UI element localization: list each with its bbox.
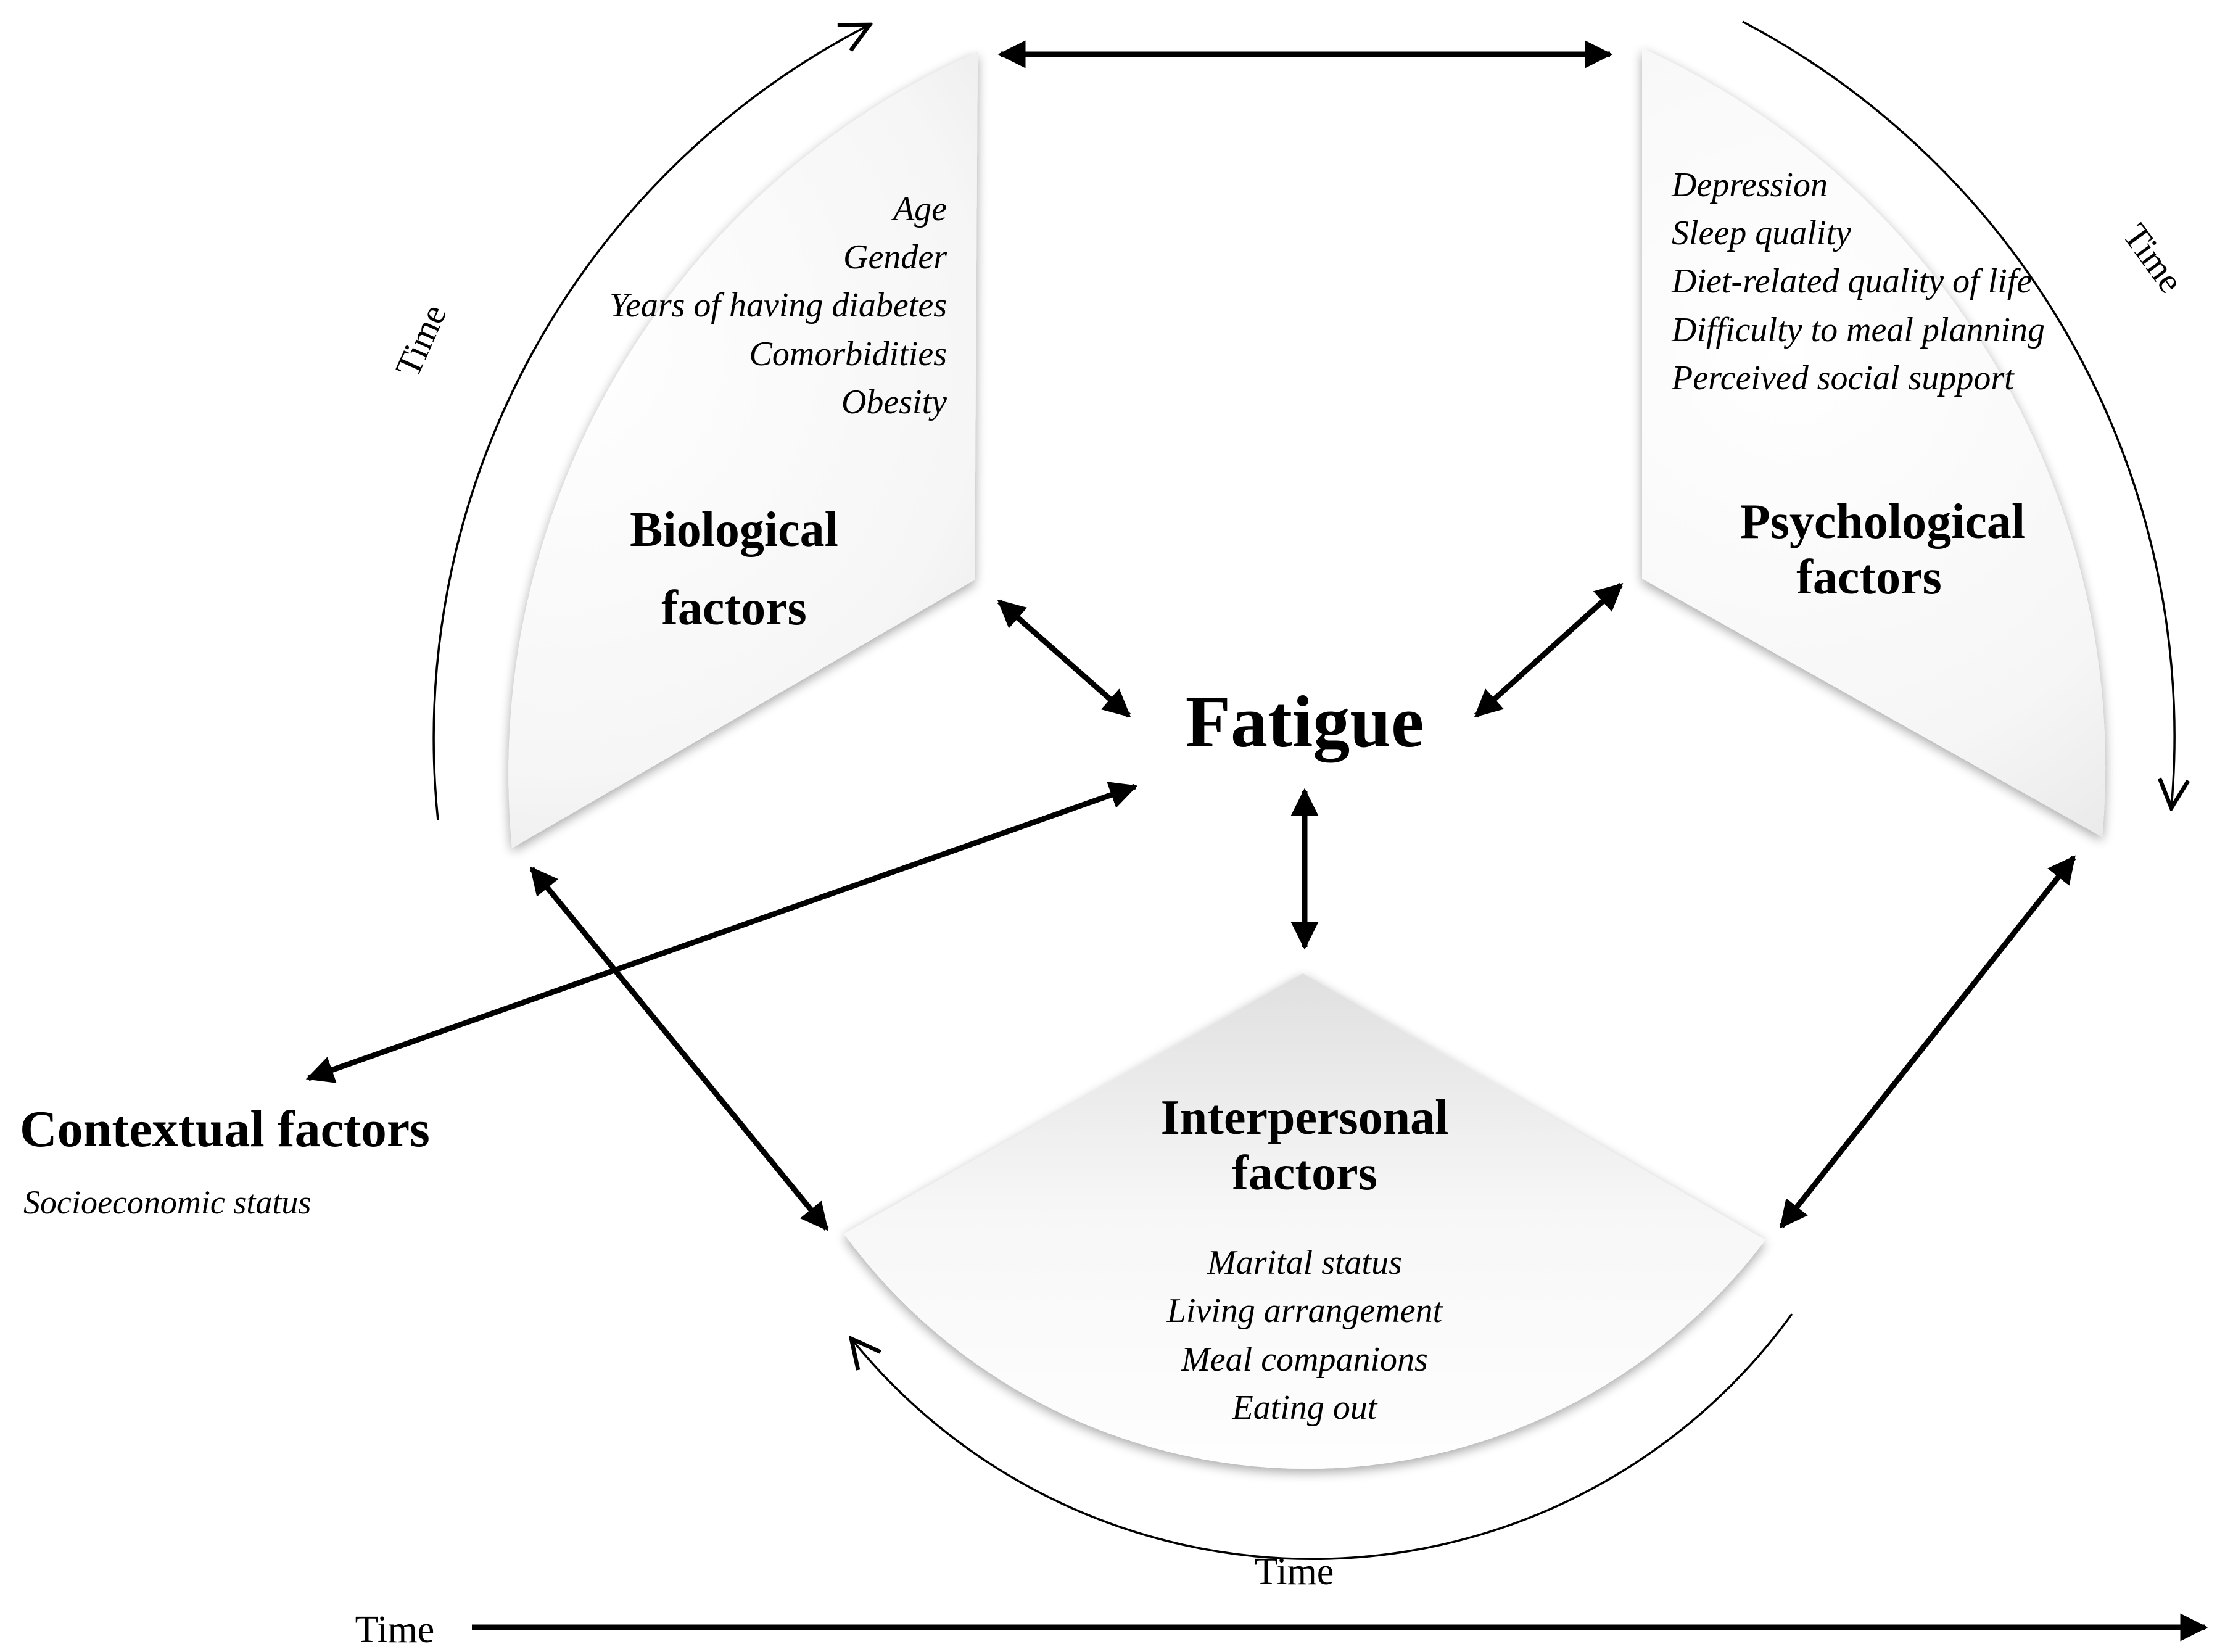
arrow-psychological-interpersonal: [1779, 855, 2076, 1229]
contextual-item: Socioeconomic status: [23, 1184, 311, 1221]
arrow-biological-fatigue: [997, 599, 1131, 718]
biological-item: Years of having diabetes: [609, 286, 947, 324]
interpersonal-item: Meal companions: [1181, 1340, 1428, 1379]
psychological-item: Sleep quality: [1672, 214, 1851, 252]
biological-title-line: Biological: [630, 503, 838, 557]
psychological-item: Diet-related quality of life: [1671, 262, 2032, 300]
interpersonal-items: Marital status Living arrangement Meal c…: [1166, 1244, 1443, 1427]
psychological-item: Difficulty to meal planning: [1671, 311, 2045, 349]
center-label: Fatigue: [1186, 680, 1424, 763]
biological-panel: [508, 52, 978, 848]
time-axis-label: Time: [355, 1609, 435, 1651]
arrow-contextual-fatigue: [305, 782, 1138, 1083]
psychological-panel: [1642, 48, 2106, 837]
biological-item: Gender: [843, 238, 947, 276]
psychological-title-line: Psychological: [1740, 495, 2025, 549]
biological-item: Age: [891, 190, 947, 228]
arrow-biological-interpersonal: [529, 866, 829, 1231]
interpersonal-item: Marital status: [1207, 1244, 1402, 1282]
interpersonal-panel: [844, 973, 1765, 1469]
biological-item: Comorbidities: [749, 335, 947, 373]
interpersonal-title-line: factors: [1232, 1146, 1377, 1200]
interpersonal-item: Living arrangement: [1166, 1292, 1443, 1330]
biological-item: Obesity: [841, 383, 947, 421]
interpersonal-item: Eating out: [1232, 1389, 1378, 1427]
time-label-right-arc: Time: [2115, 217, 2191, 300]
psychological-items: Depression Sleep quality Diet-related qu…: [1671, 166, 2045, 397]
time-label-left-arc: Time: [387, 299, 454, 382]
psychological-item: Perceived social support: [1671, 359, 2015, 397]
psychological-title-line: factors: [1796, 550, 1941, 605]
time-arc-bottom: [851, 1313, 1793, 1560]
psychological-item: Depression: [1671, 166, 1828, 204]
time-arc-right: [1742, 20, 2174, 808]
arrow-psychological-fatigue: [1474, 582, 1624, 718]
time-arc-left: [432, 25, 870, 821]
interpersonal-title-line: Interpersonal: [1161, 1091, 1449, 1145]
contextual-title: Contextual factors: [20, 1101, 430, 1158]
biological-items: Age Gender Years of having diabetes Como…: [609, 190, 947, 421]
time-label-bottom-arc: Time: [1255, 1551, 1334, 1593]
biological-title-line: factors: [661, 581, 806, 635]
